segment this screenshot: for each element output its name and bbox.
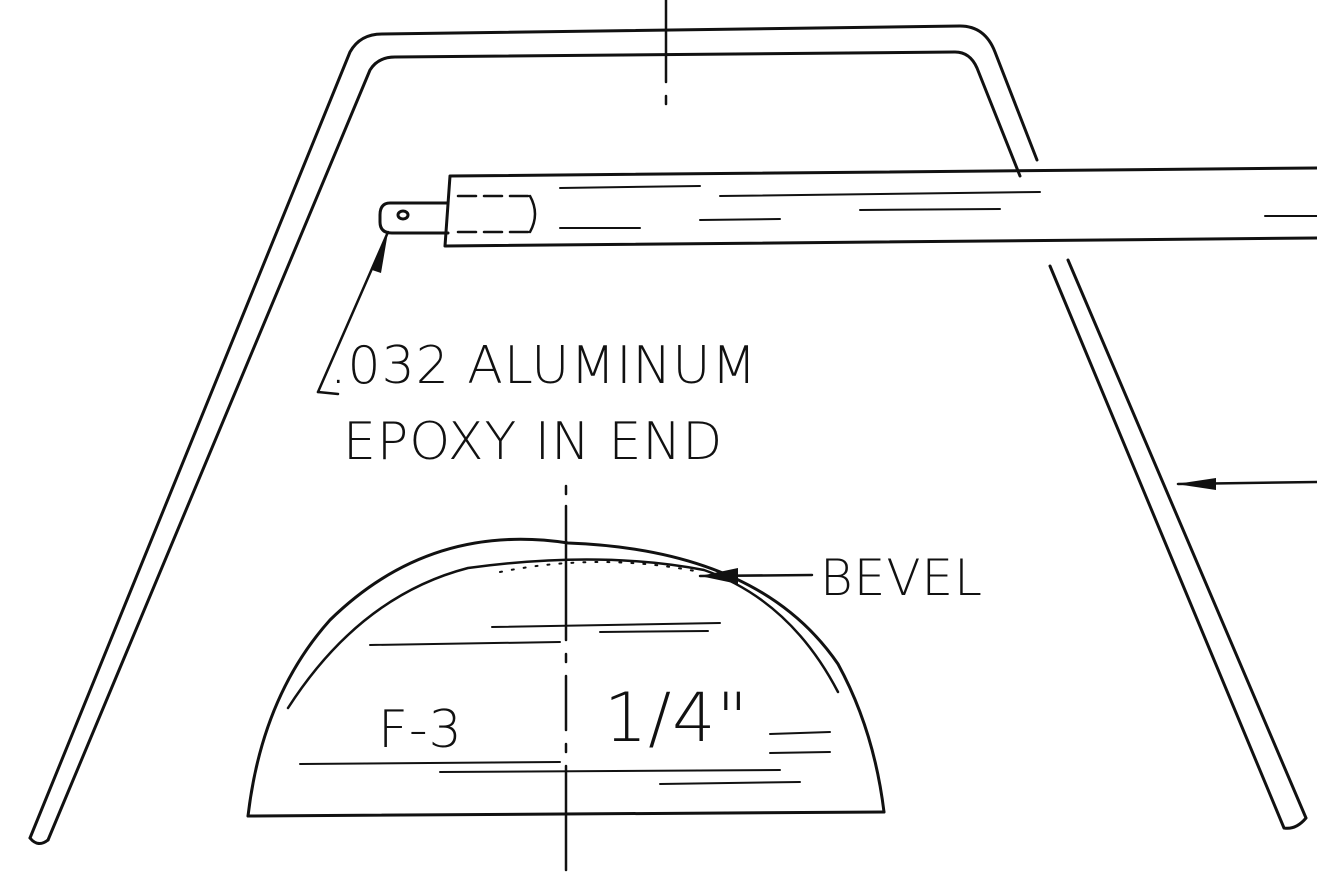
right-leg-leader [1176, 478, 1317, 490]
aluminum-callout: .032 ALUMINUM [330, 336, 758, 396]
embedded-tab [456, 194, 537, 234]
epoxy-callout: EPOXY IN END [343, 412, 724, 472]
bevel-callout: BEVEL [820, 549, 983, 607]
wire-frame-outer [28, 24, 1039, 840]
former-part-label: F-3 [378, 700, 463, 760]
aluminum-end-tab [378, 201, 450, 235]
dowel [443, 166, 1317, 248]
bevel-leader [698, 568, 814, 584]
wire-frame-right-leg [1048, 258, 1308, 830]
wire-frame-end-left [28, 836, 50, 845]
aluminum-leader [316, 230, 390, 396]
former-thickness-label: 1/4" [604, 679, 749, 758]
former-f3 [246, 537, 886, 818]
wire-frame-inner [46, 50, 1022, 842]
